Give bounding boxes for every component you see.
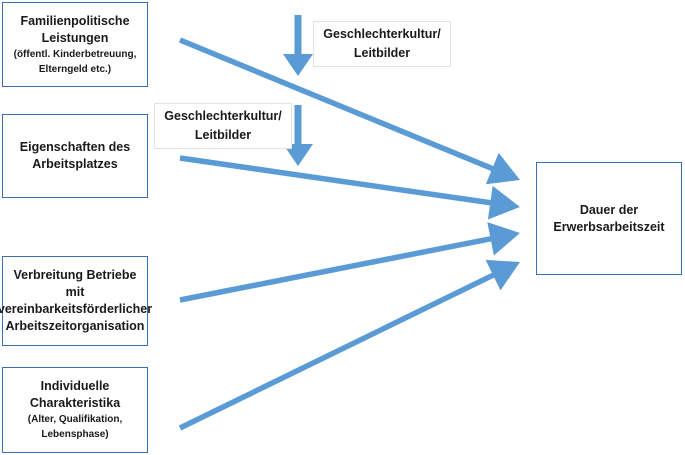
box-familienpolitische-leistungen: Familienpolitische Leistungen (öffentl. … — [2, 2, 148, 87]
box-subtitle-line: (öffentl. Kinderbetreuung, — [13, 48, 137, 60]
box-title-line: vereinbarkeitsförderlicher — [0, 302, 153, 316]
arrow-head — [283, 54, 313, 76]
arrow-betriebe-to-outcome — [179, 222, 520, 303]
box-title-line: Leistungen — [41, 30, 109, 45]
box-eigenschaften-arbeitsplatz: Eigenschaften des Arbeitsplatzes — [2, 114, 148, 198]
moderator-label-line: Leitbilder — [194, 128, 252, 142]
box-subtitle-line: Lebensphase) — [41, 429, 109, 440]
arrow-arbeitsplatz-to-outcome — [179, 155, 520, 220]
arrow-shaft — [179, 155, 493, 206]
box-individuelle-charakteristika: Individuelle Charakteristika (Alter, Qua… — [2, 367, 148, 453]
arrow-head — [487, 222, 520, 256]
box-title-line: Erwerbsarbeitszeit — [553, 219, 665, 234]
moderator-label-line: Geschlechterkultur/ — [323, 27, 441, 41]
arrow-individuell-to-outcome — [178, 259, 520, 431]
box-title-line: Eigenschaften des — [19, 140, 131, 154]
moderator-label-line: Geschlechterkultur/ — [164, 109, 282, 123]
moderator-label-top: Geschlechterkultur/ Leitbilder — [313, 21, 451, 67]
arrow-shaft — [178, 271, 497, 431]
box-title-line: Dauer der — [579, 202, 639, 217]
box-subtitle-line: (Alter, Qualifikation, — [27, 414, 123, 425]
box-title-line: Individuelle — [40, 379, 110, 393]
box-title-line: Charakteristika — [29, 396, 121, 410]
box-verbreitung-betriebe: Verbreitung Betriebe mit vereinbarkeitsf… — [0, 256, 152, 346]
box-dauer-erwerbsarbeitszeit: Dauer der Erwerbsarbeitszeit — [536, 162, 682, 275]
moderator-label-line: Leitbilder — [353, 46, 411, 60]
box-title-line: Familienpolitische — [20, 13, 130, 28]
box-title-line: Arbeitszeitorganisation — [5, 319, 145, 333]
arrow-moderator-top-down — [283, 15, 313, 76]
arrow-head — [485, 152, 520, 185]
arrow-head — [487, 185, 520, 220]
box-title-line: Arbeitsplatzes — [32, 157, 118, 171]
box-title-line: Verbreitung Betriebe mit — [13, 268, 137, 299]
arrow-shaft — [179, 235, 494, 303]
moderator-label-middle: Geschlechterkultur/ Leitbilder — [154, 103, 292, 149]
arrow-head — [485, 259, 520, 291]
box-subtitle-line: Elterngeld etc.) — [38, 63, 112, 75]
